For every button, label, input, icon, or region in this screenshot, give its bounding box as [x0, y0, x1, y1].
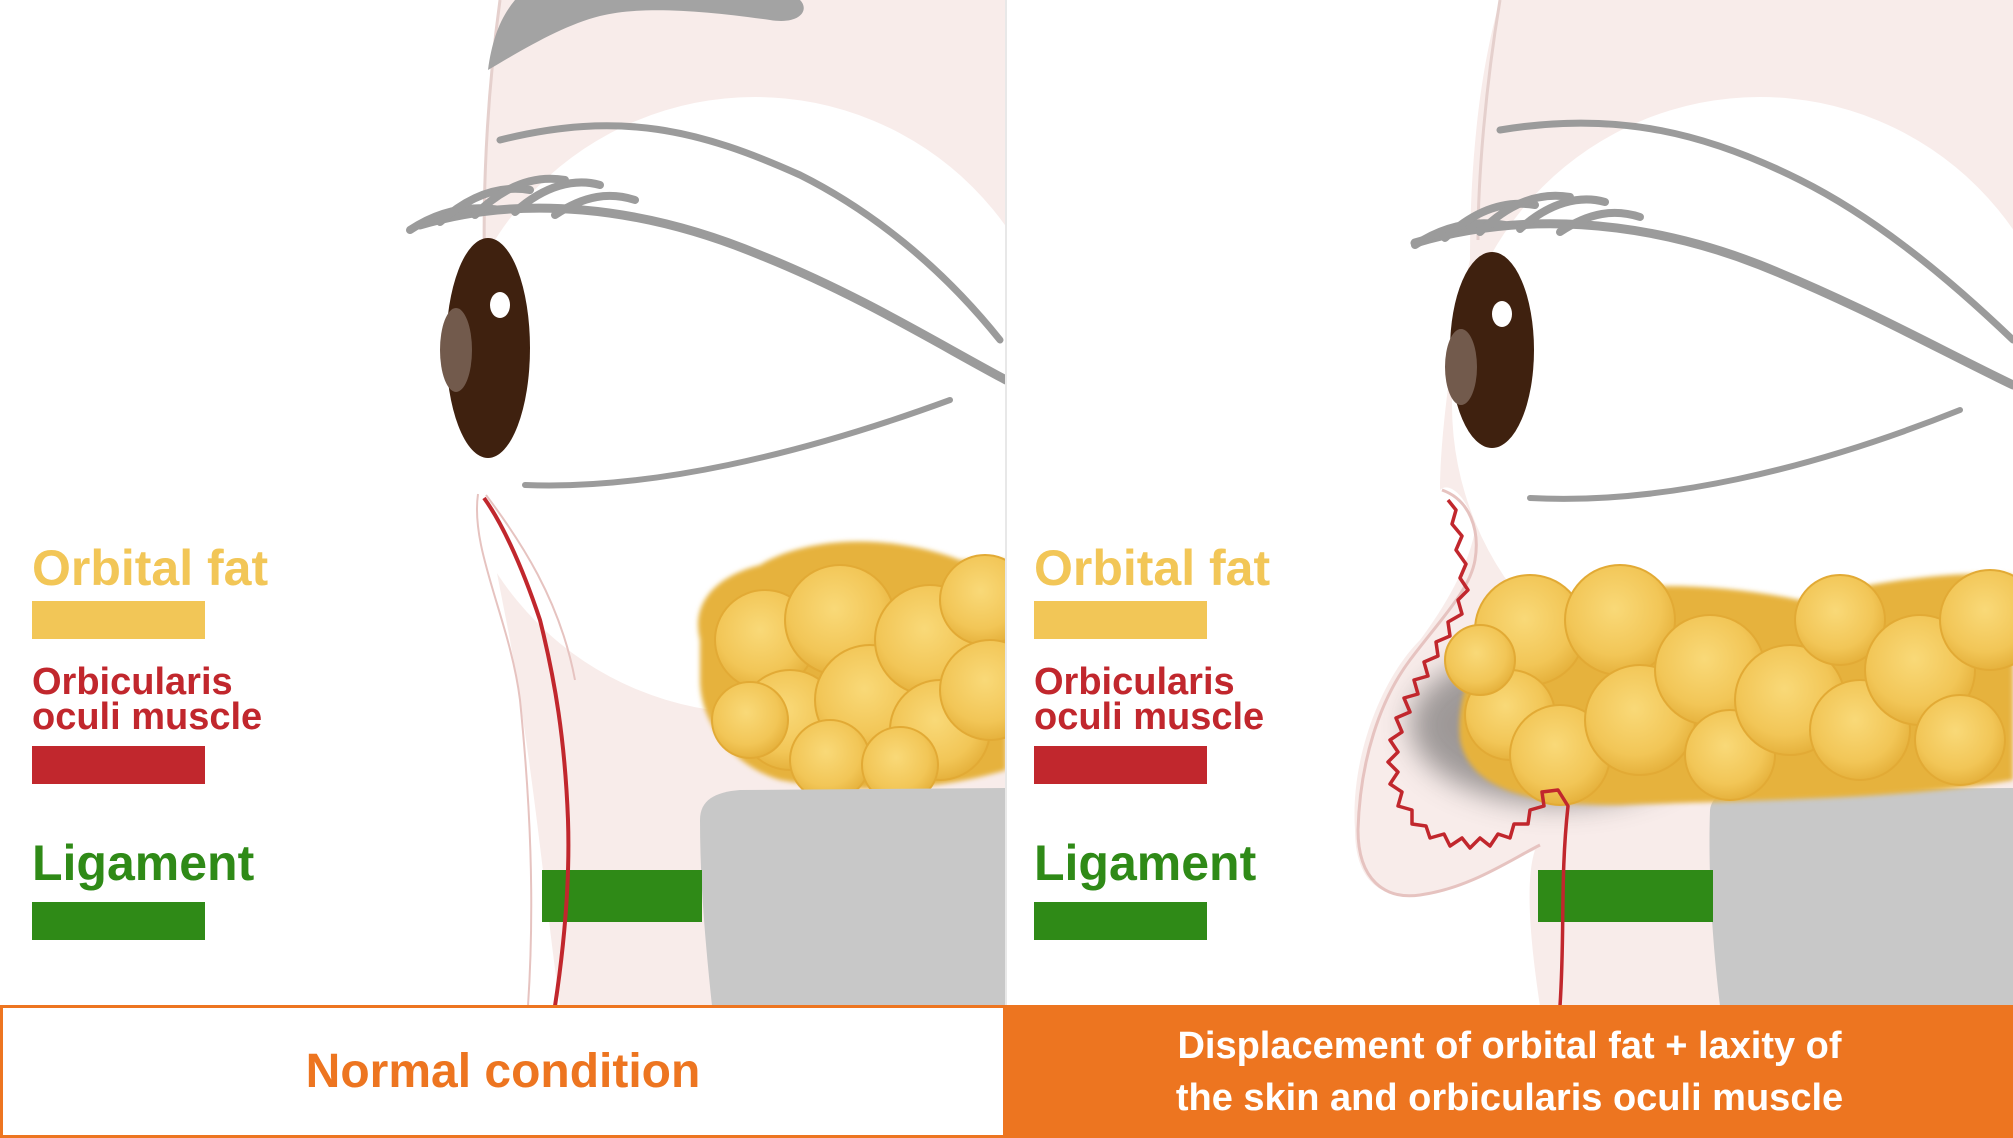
lower-eyelid-line [522, 397, 953, 489]
legend-orbicularis-muscle-label: Orbicularis oculi muscle [32, 661, 263, 738]
legend-orbital-fat-label: Orbital fat [1034, 540, 1271, 596]
pupil-highlight [440, 308, 472, 392]
legend-ligament-label: Ligament [1034, 835, 1257, 891]
skin-fold-outline [1356, 488, 1541, 898]
upper-eyelid-crease [1496, 119, 2013, 344]
legend-orbicularis-muscle-label: Orbicularis oculi muscle [1034, 661, 1265, 738]
orbital-fat [698, 541, 1005, 804]
caption-normal-text: Normal condition [305, 1045, 701, 1098]
orbicularis-oculi-muscle [482, 496, 571, 1006]
cheek-bone [700, 788, 1005, 1006]
iris [446, 238, 530, 458]
legend-orbicularis-muscle-swatch [32, 746, 205, 784]
pupil-highlight [1445, 329, 1477, 405]
legend-orbital-fat-swatch [32, 601, 205, 639]
lower-eyelid-line [1527, 407, 1963, 502]
orbicularis-outline [485, 494, 576, 681]
eyelashes [1411, 191, 1644, 249]
panel-normal [406, 0, 1005, 1006]
orbital-fat [1444, 564, 2013, 806]
eyebrow [488, 0, 804, 70]
caption-displacement-text: Displacement of orbital fat + laxity of … [1175, 1024, 1844, 1119]
legend-ligament-label: Ligament [32, 835, 255, 891]
orbicularis-oculi-muscle [1386, 498, 1570, 1006]
upper-eyelid-crease [496, 122, 1004, 344]
ligament [1538, 870, 1713, 922]
panel-displaced [1354, 0, 2013, 1006]
legend-orbital-fat-label: Orbital fat [32, 540, 269, 596]
upper-eyelid-line [1410, 219, 2013, 390]
caption-normal-condition: Normal condition [0, 1005, 1006, 1138]
orbicularis-outline [476, 493, 533, 1006]
eyelashes [406, 174, 639, 234]
cheek-bone [1709, 788, 2013, 1006]
caption-displacement: Displacement of orbital fat + laxity of … [1006, 1005, 2013, 1138]
iris [1450, 252, 1534, 448]
legend-ligament-swatch [1034, 902, 1207, 940]
eyeball [1452, 97, 2013, 713]
catchlight [1492, 301, 1512, 327]
legend-orbital-fat-swatch [1034, 601, 1207, 639]
legend-orbicularis-muscle-swatch [1034, 746, 1207, 784]
catchlight [490, 292, 510, 318]
legend-ligament-swatch [32, 902, 205, 940]
